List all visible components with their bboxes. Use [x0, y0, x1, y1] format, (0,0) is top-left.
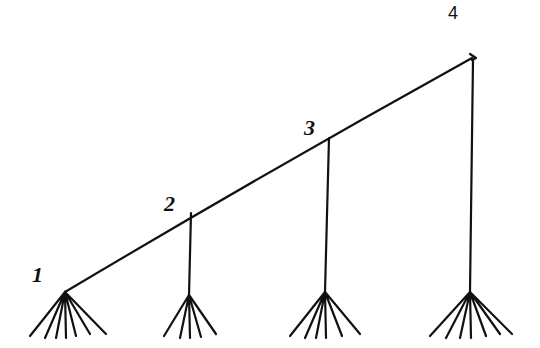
root-fan — [164, 295, 216, 338]
callout-number: 4 — [448, 4, 458, 22]
post-line — [189, 213, 191, 295]
callout-number: 3 — [304, 117, 315, 139]
callout-number: 2 — [164, 193, 175, 215]
callout-number: 1 — [32, 264, 43, 286]
root-fan — [30, 292, 106, 338]
root-fan — [290, 292, 360, 338]
sloped-line — [65, 58, 472, 292]
root-fan — [430, 292, 512, 338]
post-line — [325, 138, 329, 292]
post-line — [470, 60, 473, 292]
